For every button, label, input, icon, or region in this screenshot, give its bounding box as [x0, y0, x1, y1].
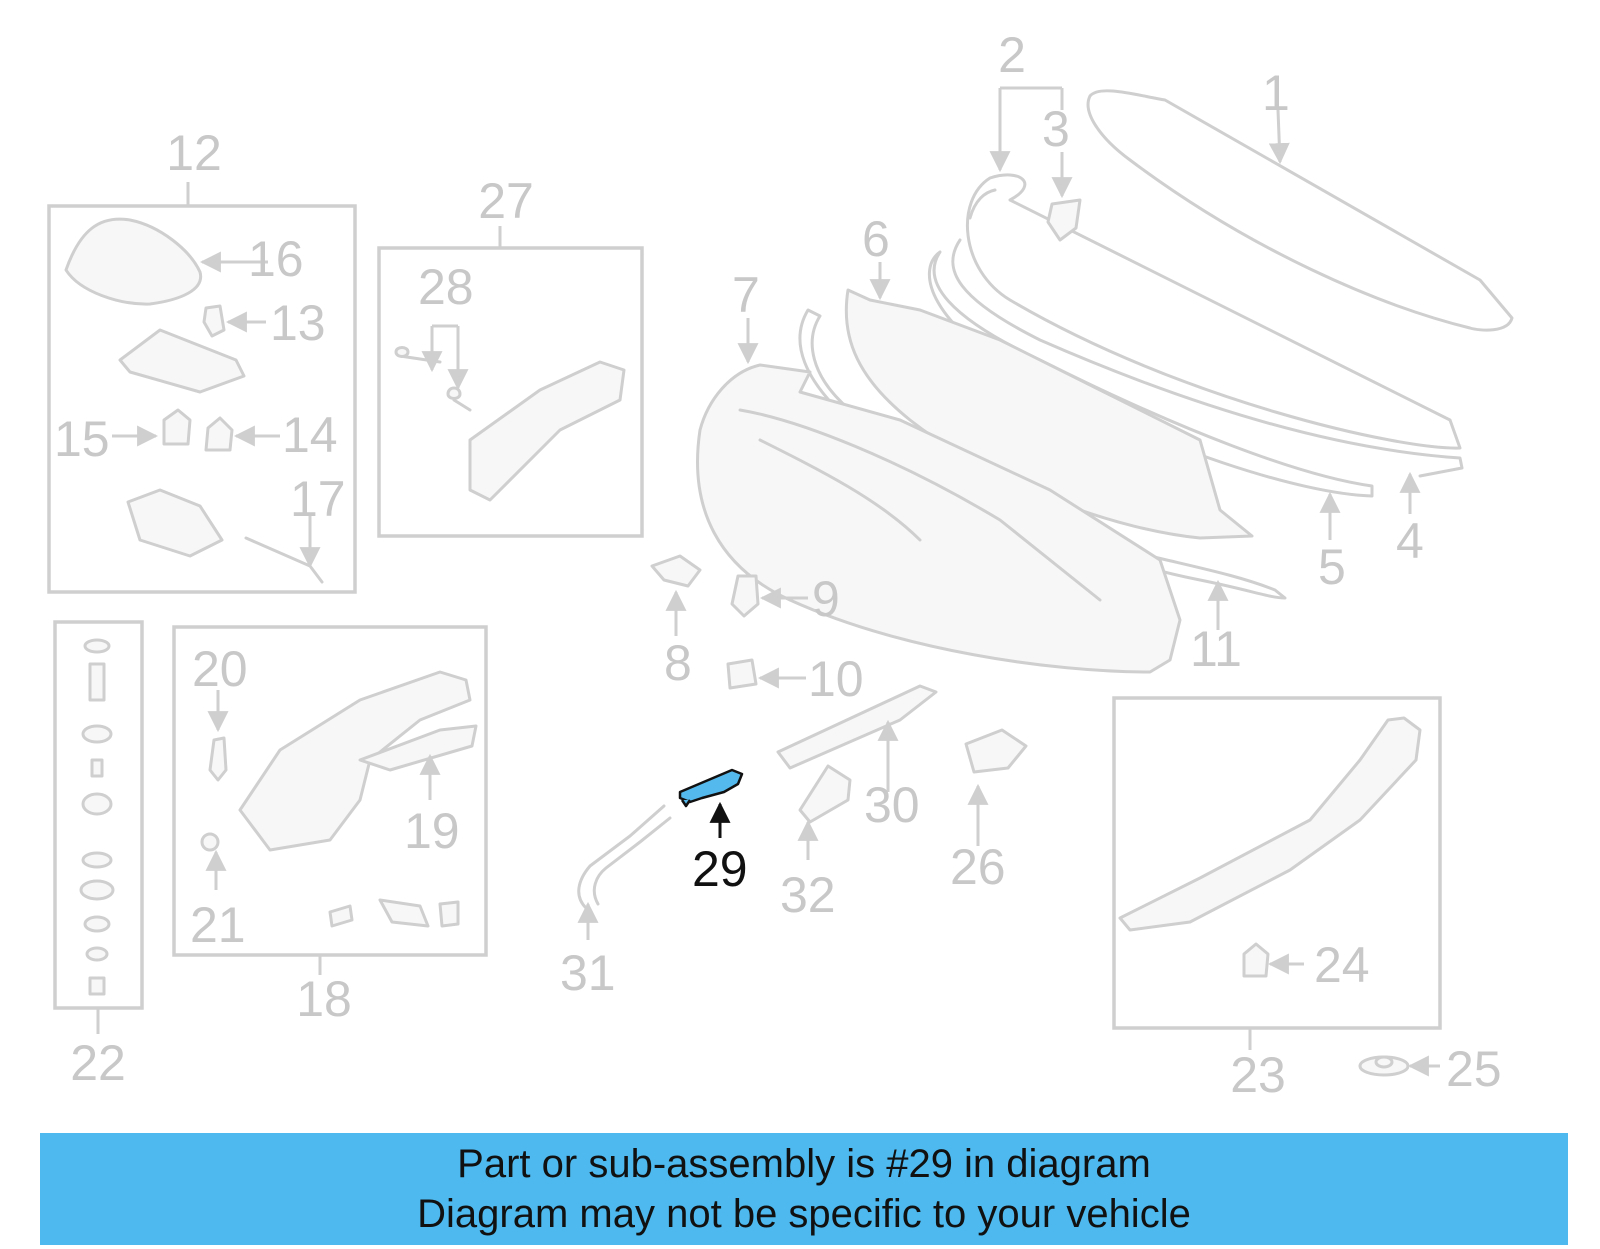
- callout-11: 11: [1190, 621, 1242, 677]
- callout-23: 23: [1230, 1047, 1286, 1103]
- callout-10: 10: [808, 651, 864, 707]
- part-29-highlighted[interactable]: [678, 768, 744, 808]
- callout-21: 21: [190, 897, 246, 953]
- part-24-grommet: [1242, 942, 1270, 978]
- part-23-rail: [1118, 716, 1422, 932]
- part-27-hinge: [394, 346, 626, 502]
- part-17-latch: [126, 488, 324, 584]
- part-26-stop: [964, 728, 1028, 774]
- part-31-bracket: [577, 804, 672, 910]
- callout-22: 22: [70, 1035, 126, 1091]
- box-18: [172, 625, 488, 957]
- callout-24: 24: [1314, 937, 1370, 993]
- callout-5: 5: [1318, 539, 1346, 595]
- part-9-bolt: [730, 574, 760, 618]
- callout-18: 18: [296, 971, 352, 1027]
- part-12-latch-plate: [118, 328, 246, 394]
- part-14-grommet: [204, 416, 234, 452]
- callout-1: 1: [1262, 65, 1290, 121]
- info-banner: Part or sub-assembly is #29 in diagram D…: [40, 1133, 1568, 1245]
- part-7-lid: [696, 363, 1182, 674]
- part-13-clip: [202, 304, 226, 338]
- callout-9: 9: [812, 571, 840, 627]
- callout-labels: 1 2 3 4 5 6 7 8 9 10 11 12 13 14 15 16 1…: [54, 27, 1502, 1103]
- callout-16: 16: [248, 231, 304, 287]
- part-32-bracket: [798, 764, 852, 824]
- part-3-clip: [1046, 198, 1082, 242]
- callout-2: 2: [998, 27, 1026, 83]
- part-1-panel: [1086, 89, 1514, 332]
- callout-13: 13: [270, 295, 326, 351]
- callout-8: 8: [664, 635, 692, 691]
- callout-3: 3: [1042, 101, 1070, 157]
- callout-15: 15: [54, 411, 110, 467]
- part-25-grommet: [1358, 1055, 1410, 1077]
- callout-29-highlighted: 29: [692, 841, 748, 897]
- callout-19: 19: [404, 803, 460, 859]
- callout-26: 26: [950, 839, 1006, 895]
- callout-31: 31: [560, 945, 616, 1001]
- callout-17: 17: [290, 471, 346, 527]
- part-2-seal: [965, 173, 1462, 450]
- callout-25: 25: [1446, 1041, 1502, 1097]
- callout-7: 7: [732, 267, 760, 323]
- part-10-bushing: [726, 658, 758, 690]
- box-27: [377, 246, 644, 538]
- callout-4: 4: [1396, 513, 1424, 569]
- banner-line-1: Part or sub-assembly is #29 in diagram: [457, 1142, 1151, 1186]
- part-4-strip: [951, 238, 1464, 478]
- part-16-cover: [64, 217, 203, 306]
- banner-line-2: Diagram may not be specific to your vehi…: [417, 1192, 1191, 1236]
- callout-6: 6: [862, 211, 890, 267]
- callout-14: 14: [282, 407, 338, 463]
- part-8-bumper: [650, 554, 702, 588]
- part-22-hardware-stack: [79, 638, 115, 996]
- leader-lines: [96, 86, 1440, 1077]
- callout-20: 20: [192, 641, 248, 697]
- callout-32: 32: [780, 867, 836, 923]
- part-30-bracket: [776, 684, 938, 770]
- box-12: [47, 204, 357, 594]
- callout-27: 27: [478, 173, 534, 229]
- box-23: [1112, 696, 1442, 1030]
- callout-30: 30: [864, 777, 920, 833]
- callout-12: 12: [166, 125, 222, 181]
- callout-28: 28: [418, 259, 474, 315]
- part-18-hinge-assembly: [200, 670, 478, 928]
- part-15-grommet: [162, 408, 192, 446]
